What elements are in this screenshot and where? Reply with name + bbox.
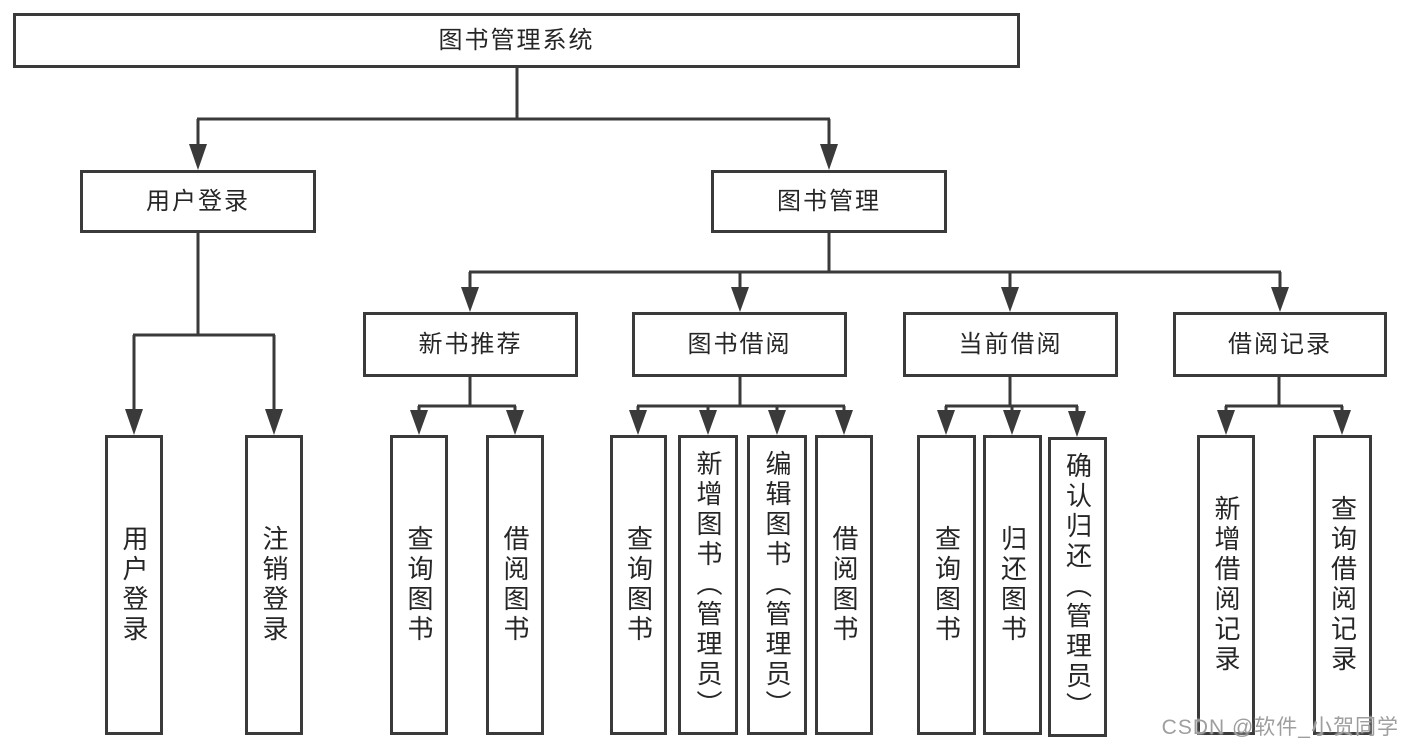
leaf-borrow-edit-admin: 编辑图书（管理员） [747,435,807,735]
node-book-management: 图书管理 [711,170,947,233]
leaf-borrow-query-label: 查询图书 [623,525,654,645]
node-current-borrow-label: 当前借阅 [958,330,1063,358]
csdn-watermark: CSDN @软件_小贺同学 [1161,716,1399,739]
node-book-management-label: 图书管理 [777,187,881,215]
leaf-current-query-label: 查询图书 [931,525,962,645]
connector-strokes [132,68,1344,412]
leaf-current-return-label: 归还图书 [997,525,1028,645]
leaf-record-query-label: 查询借阅记录 [1327,495,1358,675]
leaf-user-login-label: 用户登录 [119,525,149,645]
node-new-book-recommend: 新书推荐 [363,312,578,377]
node-root: 图书管理系统 [13,13,1020,68]
leaf-newbook-query-label: 查询图书 [404,525,434,645]
node-book-borrow-label: 图书借阅 [687,330,792,358]
node-borrow-record-label: 借阅记录 [1228,330,1332,358]
node-new-book-recommend-label: 新书推荐 [418,330,523,358]
arrowheads [125,144,1351,437]
node-book-borrow: 图书借阅 [632,312,847,377]
leaf-current-confirm-admin-label: 确认归还（管理员） [1062,452,1093,722]
leaf-borrow-borrow-label: 借阅图书 [829,525,859,645]
leaf-newbook-query: 查询图书 [390,435,448,735]
leaf-logout-label: 注销登录 [259,525,289,645]
leaf-newbook-borrow-label: 借阅图书 [500,525,530,645]
leaf-borrow-edit-admin-label: 编辑图书（管理员） [762,450,792,720]
leaf-current-return: 归还图书 [983,435,1042,735]
leaf-record-add-label: 新增借阅记录 [1211,495,1241,675]
node-user-login-label: 用户登录 [146,187,250,215]
leaf-current-confirm-admin: 确认归还（管理员） [1048,437,1107,737]
leaf-newbook-borrow: 借阅图书 [486,435,544,735]
node-user-login: 用户登录 [80,170,316,233]
node-borrow-record: 借阅记录 [1173,312,1387,377]
leaf-user-login: 用户登录 [105,435,163,735]
leaf-logout: 注销登录 [245,435,303,735]
leaf-borrow-add-admin-label: 新增图书（管理员） [693,450,723,720]
leaf-borrow-query: 查询图书 [610,435,667,735]
leaf-borrow-borrow: 借阅图书 [815,435,873,735]
leaf-record-add: 新增借阅记录 [1197,435,1255,735]
node-root-label: 图书管理系统 [438,26,595,54]
leaf-borrow-add-admin: 新增图书（管理员） [678,435,738,735]
node-current-borrow: 当前借阅 [903,312,1118,377]
leaf-record-query: 查询借阅记录 [1313,435,1372,735]
leaf-current-query: 查询图书 [917,435,976,735]
